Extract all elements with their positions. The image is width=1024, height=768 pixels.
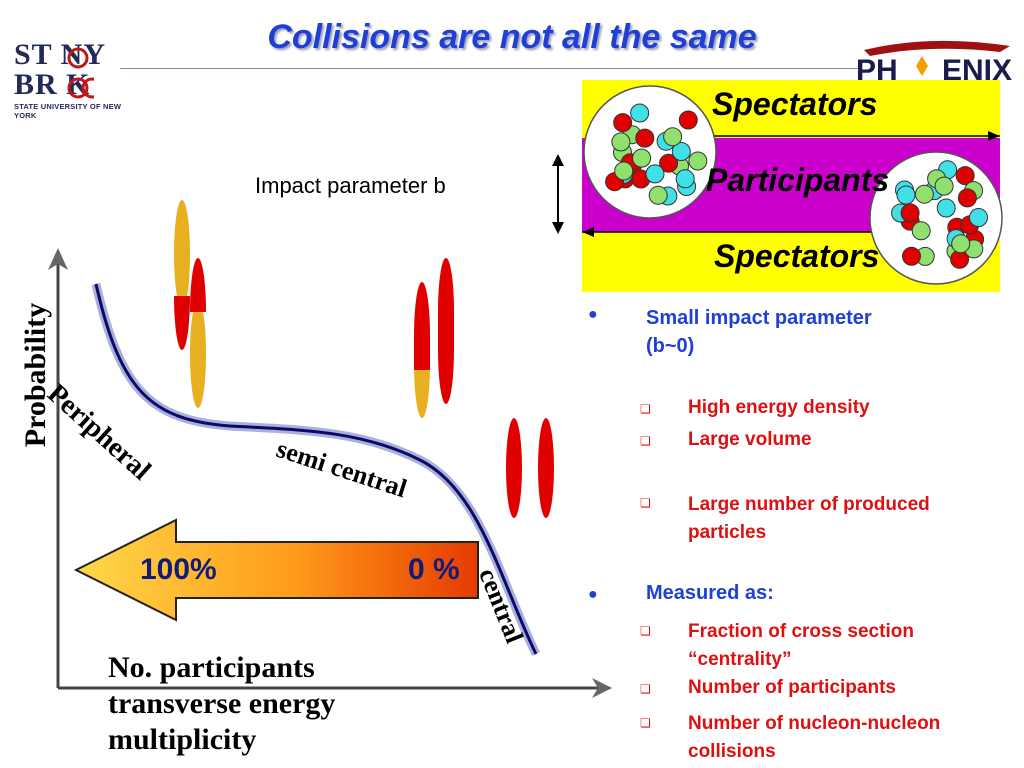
nucleon-icon xyxy=(896,185,916,205)
title-divider xyxy=(120,68,860,69)
sub2c-line1: Number of nucleon-nucleon xyxy=(688,713,941,734)
nucleon-icon xyxy=(611,132,631,152)
sub2a: Fraction of cross section “centrality” xyxy=(688,618,914,674)
nucleon-icon xyxy=(936,198,956,218)
sub1c-line1: Large number of produced xyxy=(688,494,930,515)
nucleon-icon xyxy=(675,169,695,189)
sub1a-marker: ❑ xyxy=(640,402,651,416)
bullet2-dot: ● xyxy=(588,586,598,603)
nucleon-icon xyxy=(688,151,708,171)
double-arrow-icon xyxy=(552,154,564,234)
xlabel-line3: multiplicity xyxy=(108,723,257,756)
nucleon-icon xyxy=(663,127,683,147)
spectators-top-label: Spectators xyxy=(712,86,878,122)
logo-line2: BR K xyxy=(14,68,91,101)
arrow-label-0: 0 % xyxy=(408,553,460,586)
bullet2: Measured as: xyxy=(646,582,774,604)
nucleon-icon xyxy=(957,188,977,208)
slide-title: Collisions are not all the same xyxy=(267,18,757,56)
nucleon-icon xyxy=(911,221,931,241)
semi-central-pair-icon xyxy=(414,258,454,418)
bullet1: Small impact parameter (b~0) xyxy=(646,304,872,360)
stony-brook-logo: ST NY BR K STATE UNIVERSITY OF NEW YORK xyxy=(14,38,134,121)
nucleon-icon xyxy=(951,234,971,254)
xlabel-line2: transverse energy xyxy=(108,687,336,720)
bullet1-dot: ● xyxy=(588,306,598,323)
nucleon-icon xyxy=(614,161,634,181)
plot-xlabel: No. participants transverse energy multi… xyxy=(108,650,335,758)
bullet1-line2: (b~0) xyxy=(646,335,695,357)
sub2c-line2: collisions xyxy=(688,741,776,762)
spectators-bottom-label: Spectators xyxy=(714,238,880,274)
sub1a: High energy density xyxy=(688,397,870,418)
sub2b: Number of participants xyxy=(688,677,896,698)
sub2c-marker: ❑ xyxy=(640,716,651,730)
sub1b: Large volume xyxy=(688,429,812,450)
nucleon-icon xyxy=(934,176,954,196)
collision-ellipses xyxy=(174,200,554,518)
sub1c-line2: particles xyxy=(688,522,767,543)
logo-line1: ST NY xyxy=(14,38,106,71)
logo-subtitle: STATE UNIVERSITY OF NEW YORK xyxy=(14,102,122,120)
nucleon-icon xyxy=(955,166,975,186)
plot-ylabel: Probability xyxy=(19,302,52,448)
central-pair-icon xyxy=(506,418,554,518)
nucleon-icon xyxy=(632,148,652,168)
centrality-plot xyxy=(48,248,612,698)
sub1b-marker: ❑ xyxy=(640,434,651,448)
sub1c-marker: ❑ xyxy=(640,496,651,510)
nucleon-icon xyxy=(900,203,920,223)
sub2a-marker: ❑ xyxy=(640,624,651,638)
nucleon-icon xyxy=(671,142,691,161)
nucleon-icon xyxy=(902,246,921,266)
nucleon-icon xyxy=(914,184,934,204)
sub1c: Large number of produced particles xyxy=(688,491,930,547)
sub2b-marker: ❑ xyxy=(640,682,651,696)
nucleon-icon xyxy=(659,153,679,173)
phenix-logo: PH ENIX xyxy=(850,36,1024,87)
nucleon-icon xyxy=(678,110,698,130)
sub2a-line1: Fraction of cross section xyxy=(688,621,914,642)
nucleon-icon xyxy=(613,113,633,133)
xlabel-line1: No. participants xyxy=(108,651,315,684)
impact-parameter-label: Impact parameter b xyxy=(255,173,446,198)
nucleon-icon xyxy=(635,128,655,148)
participants-label: Participants xyxy=(706,162,890,198)
arrow-label-100: 100% xyxy=(140,553,217,586)
nuclei-overlay xyxy=(582,85,1003,285)
sub2c: Number of nucleon-nucleon collisions xyxy=(688,710,940,766)
bullet1-line1: Small impact parameter xyxy=(646,307,872,329)
nucleon-icon xyxy=(648,185,668,205)
nucleon-icon xyxy=(630,103,650,123)
phenix-swoosh-icon xyxy=(864,40,1010,76)
sub2a-line2: “centrality” xyxy=(688,649,792,670)
peripheral-pair-icon xyxy=(174,200,206,408)
nucleon-icon xyxy=(645,164,665,184)
nucleon-icon xyxy=(969,208,988,227)
logo-accent-icon xyxy=(67,47,94,99)
